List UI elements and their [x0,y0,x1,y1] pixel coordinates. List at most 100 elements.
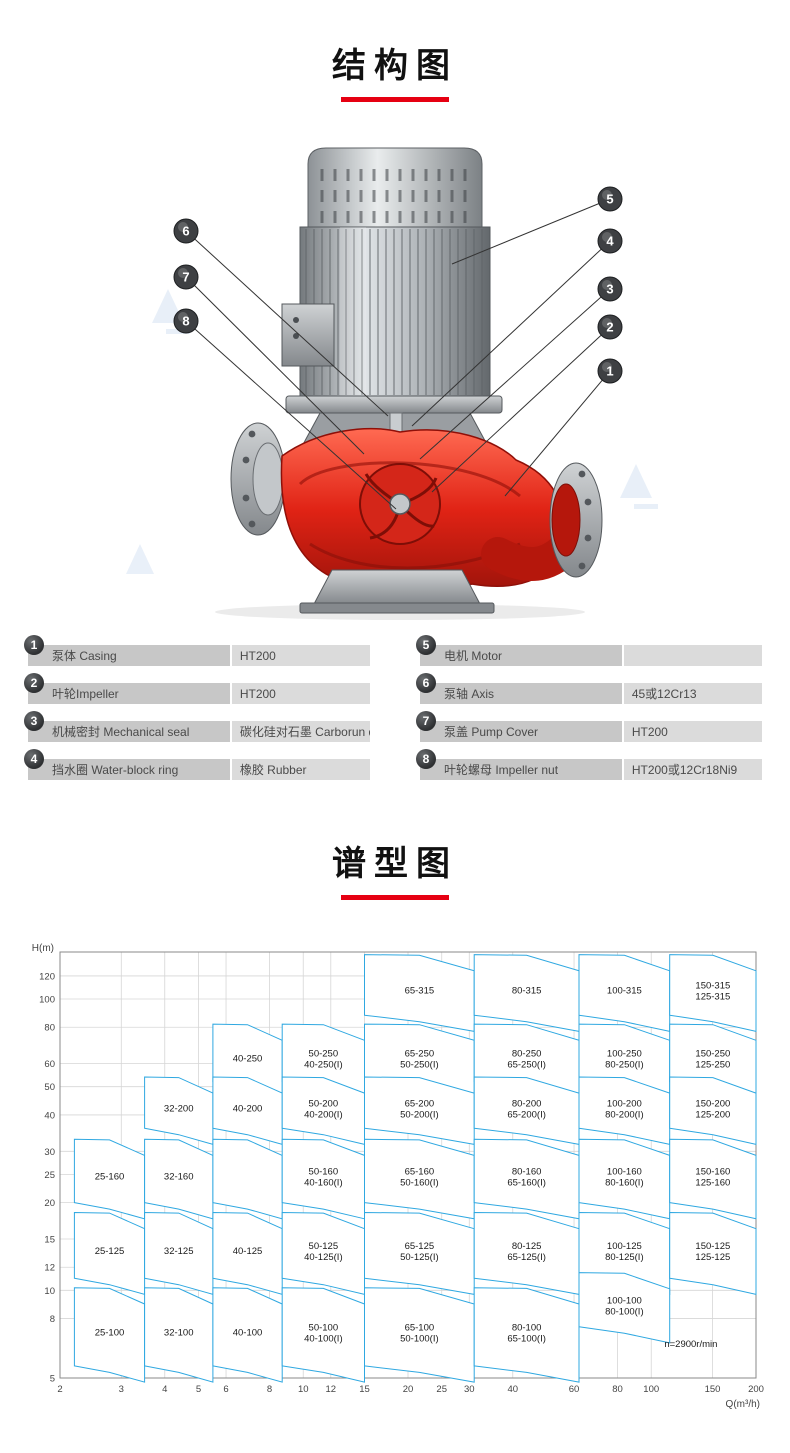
part-value: HT200 [231,645,370,666]
callout-badge [597,186,623,212]
part-label: 电机 Motor [420,645,622,666]
pump-region-100-100 [578,1272,671,1344]
region-label-variant: 50-250(I) [400,1060,439,1071]
region-label-variant: 40-250(I) [304,1060,343,1071]
region-label-variant: 125-160 [695,1178,730,1189]
callout-5: 5 [451,186,623,265]
region-label-variant: 50-160(I) [400,1178,439,1189]
callout-number: 1 [606,364,613,379]
region-label: 65-315 [405,986,435,997]
y-tick-label: 25 [44,1170,55,1181]
callout-badge [597,228,623,254]
callout-8: 8 [173,308,397,510]
region-label-variant: 50-100(I) [400,1334,439,1345]
region-label: 65-200 [405,1098,435,1109]
pump-region-150-200 [669,1076,757,1146]
x-tick-label: 100 [643,1384,659,1395]
region-label: 40-250 [233,1054,263,1065]
part-label: 挡水圈 Water-block ring [28,759,230,780]
part-number-badge: 5 [416,635,436,655]
x-tick-label: 200 [748,1384,764,1395]
pump-region-150-125 [669,1211,757,1296]
region-label-variant: 40-160(I) [304,1178,343,1189]
region-label-variant: 65-100(I) [507,1334,546,1345]
region-label: 32-100 [164,1328,194,1339]
callout-badge [597,314,623,340]
callout-number: 8 [182,314,189,329]
region-label: 32-160 [164,1172,194,1183]
region-label-variant: 65-125(I) [507,1252,546,1263]
motor-terminal-box [281,303,335,367]
part-number-badge: 3 [24,711,44,731]
x-tick-label: 5 [196,1384,201,1395]
region-label-variant: 50-125(I) [400,1252,439,1263]
callout-7: 7 [173,264,365,455]
x-tick-label: 10 [298,1384,309,1395]
pump-region [212,1138,283,1220]
region-label: 50-200 [309,1098,339,1109]
region-label: 40-100 [233,1328,263,1339]
region-label: 50-250 [309,1049,339,1060]
part-value: 45或12Cr13 [623,683,762,704]
y-tick-label: 80 [44,1023,55,1034]
x-tick-label: 4 [162,1384,167,1395]
part-value: HT200 [231,683,370,704]
region-label: 100-250 [607,1049,642,1060]
x-tick-label: 12 [326,1384,337,1395]
x-axis-title: Q(m³/h) [726,1399,760,1410]
region-label-variant: 80-100(I) [605,1306,644,1317]
part-value: HT200或12Cr18Ni9 [623,759,762,780]
y-tick-label: 30 [44,1147,55,1158]
part-label: 机械密封 Mechanical seal [28,721,230,742]
callout-badge [173,264,199,290]
region-label: 150-250 [695,1049,730,1060]
region-label: 80-250 [512,1049,542,1060]
region-label: 32-200 [164,1103,194,1114]
region-label: 50-100 [309,1323,339,1334]
structure-title: 结构图 [332,47,458,85]
callout-number: 2 [606,320,613,335]
region-label: 32-125 [164,1246,194,1257]
region-label-variant: 80-250(I) [605,1060,644,1071]
callout-number: 3 [606,282,613,297]
region-label-variant: 80-200(I) [605,1109,644,1120]
y-tick-label: 60 [44,1059,55,1070]
region-label: 50-160 [309,1167,339,1178]
region-label: 65-250 [405,1049,435,1060]
pump-base [299,569,495,614]
x-tick-label: 2 [57,1384,62,1395]
x-tick-label: 6 [223,1384,228,1395]
callout-4: 4 [411,228,623,427]
suction-flange [230,422,286,536]
region-label: 50-125 [309,1241,339,1252]
region-label-variant: 125-250 [695,1060,730,1071]
region-label: 100-200 [607,1098,642,1109]
callout-3: 3 [419,276,623,460]
callout-badge [597,358,623,384]
part-label: 叶轮螺母 Impeller nut [420,759,622,780]
y-tick-label: 50 [44,1082,55,1093]
callout-2: 2 [431,314,623,493]
callout-number: 7 [182,270,189,285]
part-number-badge: 1 [24,635,44,655]
part-label: 泵体 Casing [28,645,230,666]
x-tick-label: 3 [119,1384,124,1395]
region-label-variant: 80-160(I) [605,1178,644,1189]
y-tick-label: 8 [50,1314,55,1325]
x-tick-label: 60 [569,1384,580,1395]
region-label: 40-200 [233,1103,263,1114]
region-label: 25-100 [95,1328,125,1339]
region-label-variant: 125-315 [695,992,730,1003]
region-label: 150-200 [695,1098,730,1109]
x-tick-label: 20 [403,1384,414,1395]
region-label: 65-160 [405,1167,435,1178]
